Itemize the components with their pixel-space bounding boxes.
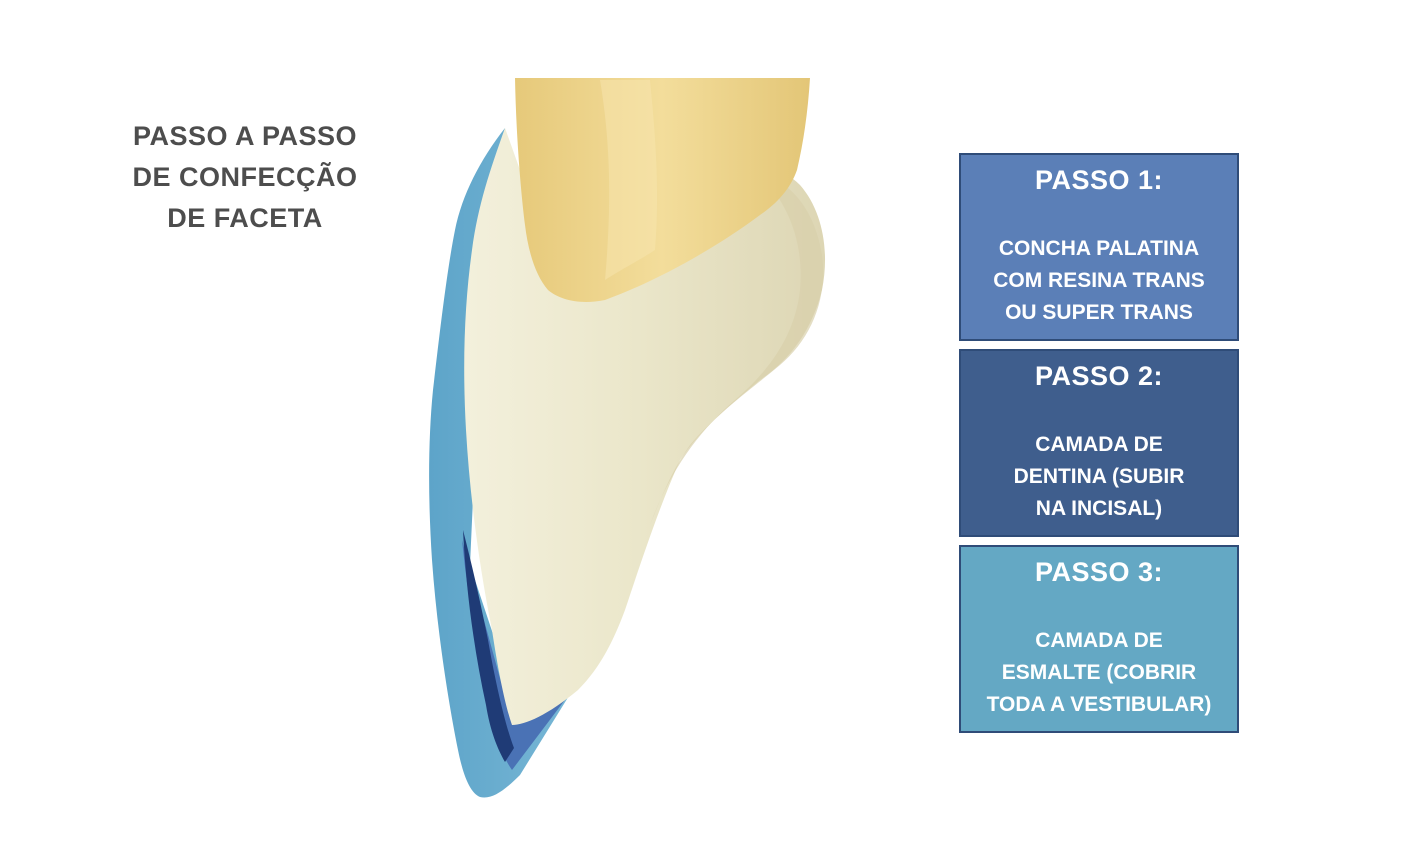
diagram-title: PASSO A PASSO DE CONFECÇÃO DE FACETA (110, 116, 380, 239)
title-line-1: PASSO A PASSO (132, 121, 358, 151)
step-3-heading: PASSO 3: (1034, 557, 1164, 587)
step-3-text: CAMADA DE ESMALTE (COBRIR TODA A VESTIBU… (986, 629, 1212, 716)
step-2-text: CAMADA DE DENTINA (SUBIR NA INCISAL) (1013, 433, 1185, 520)
step-2-box: PASSO 2: CAMADA DE DENTINA (SUBIR NA INC… (959, 349, 1239, 537)
cingulum-shading (650, 175, 824, 525)
step-3-box: PASSO 3: CAMADA DE ESMALTE (COBRIR TODA … (959, 545, 1239, 733)
step-1-box: PASSO 1: CONCHA PALATINA COM RESINA TRAN… (959, 153, 1239, 341)
enamel-layer (429, 128, 580, 798)
step-1-heading: PASSO 1: (1034, 165, 1164, 195)
palatal-shell-layer (463, 530, 514, 762)
title-line-2: DE CONFECÇÃO (132, 162, 358, 192)
title-line-3: DE FACETA (167, 203, 323, 233)
root (515, 78, 810, 302)
step-1-text: CONCHA PALATINA COM RESINA TRANS OU SUPE… (993, 237, 1205, 324)
steps-panel: PASSO 1: CONCHA PALATINA COM RESINA TRAN… (959, 153, 1239, 741)
step-2-heading: PASSO 2: (1034, 361, 1164, 391)
root-highlight (600, 80, 658, 280)
